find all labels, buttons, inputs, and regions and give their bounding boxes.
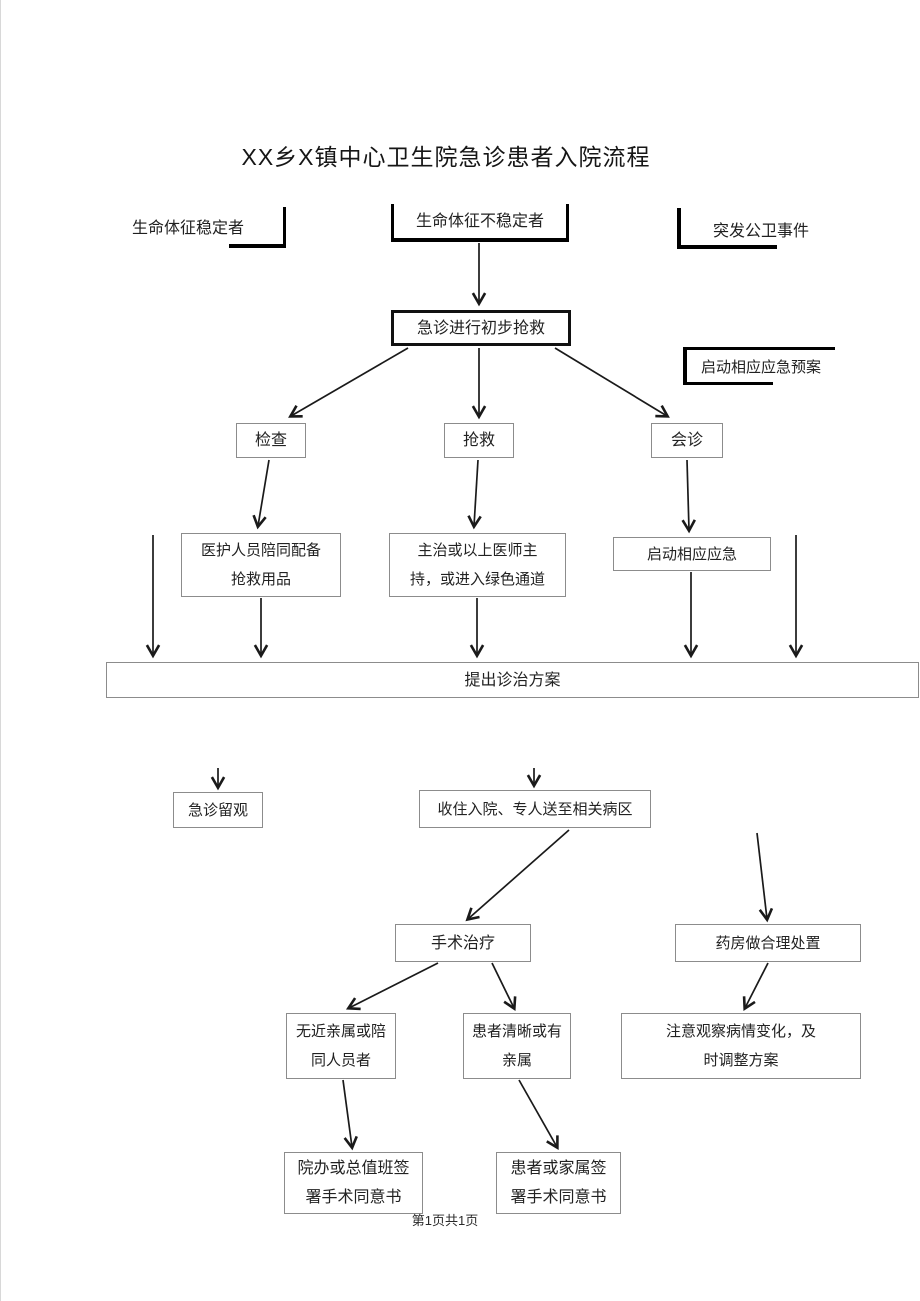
node-conscious-family: 患者清晰或有亲属 (463, 1013, 571, 1079)
flow-arrow (465, 829, 570, 922)
node-surgery: 手术治疗 (395, 924, 531, 962)
node-office-sign: 院办或总值班签署手术同意书 (284, 1152, 423, 1214)
node-chief-physician: 主治或以上医师主持，或进入绿色通道 (389, 533, 566, 597)
flow-arrow (681, 459, 696, 534)
node-check: 检查 (236, 423, 306, 458)
flow-arrow (756, 832, 774, 923)
flow-arrow (252, 459, 270, 530)
flow-arrow (518, 1079, 559, 1150)
flow-arrow (554, 347, 670, 418)
node-no-relatives: 无近亲属或陪同人员者 (286, 1013, 396, 1079)
flow-arrow (345, 962, 439, 1011)
stable-corner-bracket (229, 207, 286, 248)
flow-arrow (467, 459, 482, 530)
node-rescue: 抢救 (444, 423, 514, 458)
node-monitor-condition: 注意观察病情变化，及时调整方案 (621, 1013, 861, 1079)
node-pharmacy: 药房做合理处置 (675, 924, 861, 962)
node-escort-supplies: 医护人员陪同配备抢救用品 (181, 533, 341, 597)
node-family-sign: 患者或家属签署手术同意书 (496, 1152, 621, 1214)
flowchart-title: XX乡X镇中心卫生院急诊患者入院流程 (241, 144, 651, 170)
node-admit-ward: 收住入院、专人送至相关病区 (419, 790, 651, 828)
node-start-emergency: 启动相应应急 (613, 537, 771, 571)
flow-arrow (342, 1079, 358, 1151)
flow-arrow (288, 347, 409, 418)
emergency-plan-bottom-bar (683, 382, 773, 385)
flow-arrow (491, 962, 517, 1012)
node-unstable: 生命体征不稳定者 (391, 204, 569, 242)
page-footer: 第1页共1页 (411, 1213, 479, 1228)
node-initial-rescue: 急诊进行初步抢救 (391, 310, 571, 346)
node-er-observation: 急诊留观 (173, 792, 263, 828)
flow-arrow (742, 962, 769, 1012)
node-treatment-plan: 提出诊治方案 (106, 662, 919, 698)
event-corner-bracket (677, 208, 777, 249)
node-public-event-label: 突发公卫事件 (713, 223, 810, 240)
node-stable-label: 生命体征稳定者 (132, 220, 245, 237)
node-consult: 会诊 (651, 423, 723, 458)
node-emergency-plan-frame: 启动相应应急预案 (683, 347, 835, 385)
